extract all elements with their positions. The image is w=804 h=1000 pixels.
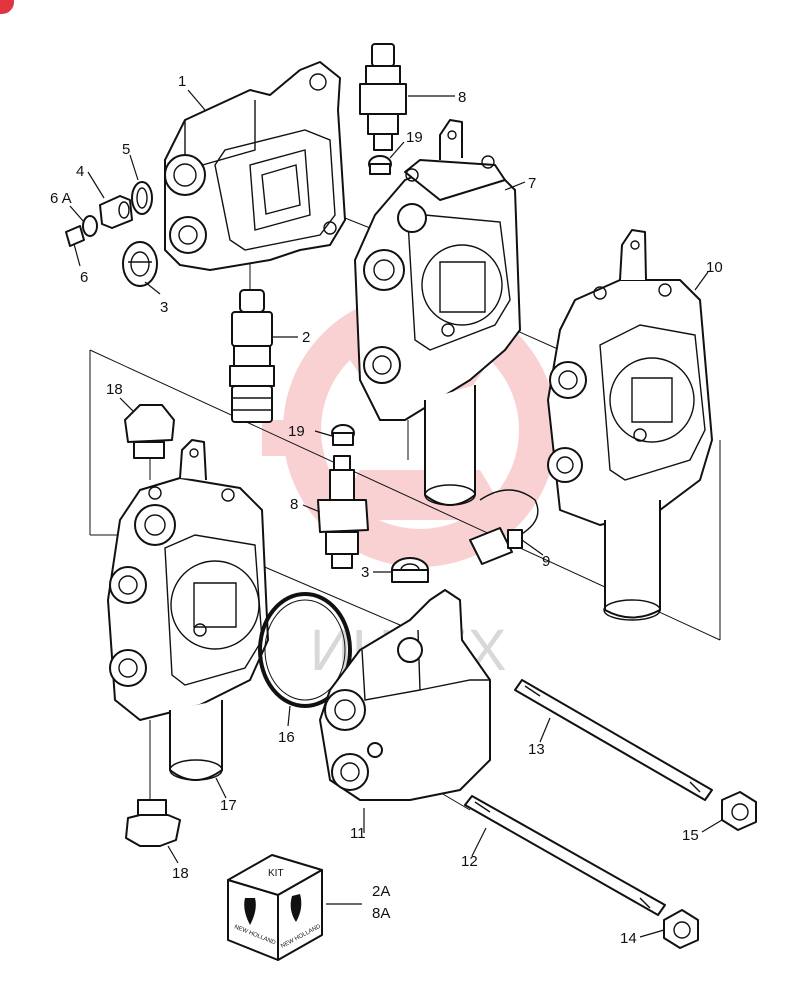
part-13-tie-rod [514,679,713,801]
part-9-connector [469,489,539,565]
part-16-seal-ring [258,592,352,708]
part-3-plug-middle [391,557,429,583]
new-holland-leaf-icon-right [290,894,302,922]
callout-8-middle: 8 [290,496,298,513]
part-12-tie-rod [464,795,666,916]
part-7-valve-section [354,119,521,506]
callout-7: 7 [528,175,536,192]
part-15-nut [721,791,757,831]
part-1-end-cover [164,61,346,271]
callout-6: 6 [80,269,88,286]
callout-3-top: 3 [160,299,168,316]
callout-11: 11 [350,825,366,842]
kit-box [227,854,323,961]
callout-10: 10 [706,259,723,276]
callout-16: 16 [278,729,295,746]
callout-5: 5 [122,141,130,158]
callout-12: 12 [461,853,478,870]
callout-19-top: 19 [406,129,423,146]
new-holland-leaf-icon [244,898,256,925]
part-6-screw [65,225,85,247]
part-10-valve-section [547,229,713,621]
callout-2: 2 [302,329,310,346]
part-19-seal-middle [331,424,355,446]
callout-9: 9 [542,553,550,570]
kit-label: KIT [268,868,284,879]
callout-4: 4 [76,163,84,180]
part-6a-washer [82,215,98,237]
part-19-seal-top [368,155,392,175]
callout-3-middle: 3 [361,564,369,581]
callout-1: 1 [178,73,186,90]
part-4-adjuster [99,195,133,229]
callout-8-top: 8 [458,89,466,106]
callout-15: 15 [682,827,699,844]
part-8-sensor-top [359,43,407,151]
part-17-valve-section [107,439,269,781]
part-11-end-cover [319,589,491,801]
callout-14: 14 [620,930,637,947]
callout-17: 17 [220,797,237,814]
part-18-plug-bottom [125,799,181,847]
callout-19-middle: 19 [288,423,305,440]
part-8-sensor-middle [317,455,369,569]
callout-13: 13 [528,741,545,758]
callout-6a: 6 A [50,190,72,207]
leader-lines [69,89,723,938]
callout-8A: 8A [372,905,390,922]
part-3-plug-top [122,241,158,287]
part-5-o-ring [131,181,153,215]
part-14-nut [663,909,699,949]
callout-2A: 2A [372,883,390,900]
callout-18-bottom: 18 [172,865,189,882]
part-18-plug-top [124,404,175,459]
part-2-relief-cartridge [229,289,275,423]
callout-18-top: 18 [106,381,123,398]
callout-numbers: 1 2 3 4 5 6 A 6 7 8 8 9 10 11 12 13 14 1… [50,73,723,947]
